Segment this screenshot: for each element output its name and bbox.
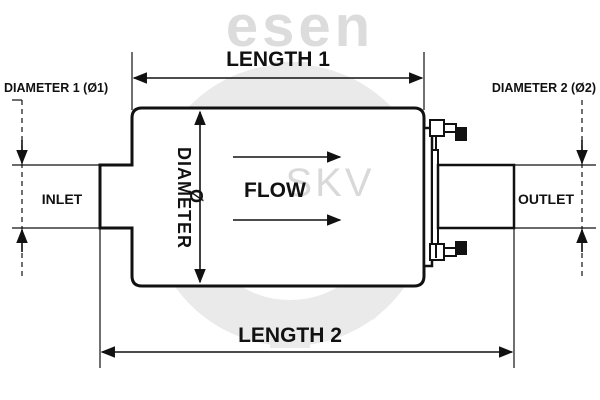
body-diameter-symbol: Ø xyxy=(186,189,206,203)
diameter1-label: DIAMETER 1 (Ø1) xyxy=(4,81,108,95)
outlet-label: OUTLET xyxy=(518,191,574,207)
length2-label: LENGTH 2 xyxy=(238,324,342,347)
diameter2-label: DIAMETER 2 (Ø2) xyxy=(492,81,596,95)
watermark-overlay-text: SKV xyxy=(285,161,374,205)
pump-body xyxy=(98,106,426,288)
terminal-stud-icon xyxy=(429,241,467,261)
inlet-label: INLET xyxy=(42,191,83,207)
outlet-pipe xyxy=(436,163,516,230)
flow-label: FLOW xyxy=(244,179,306,202)
length1-label: LENGTH 1 xyxy=(226,48,330,71)
watermark-logo: esen xyxy=(226,0,374,59)
terminal-stud-icon xyxy=(429,119,467,150)
body-diameter-label: DIAMETER xyxy=(174,147,194,249)
